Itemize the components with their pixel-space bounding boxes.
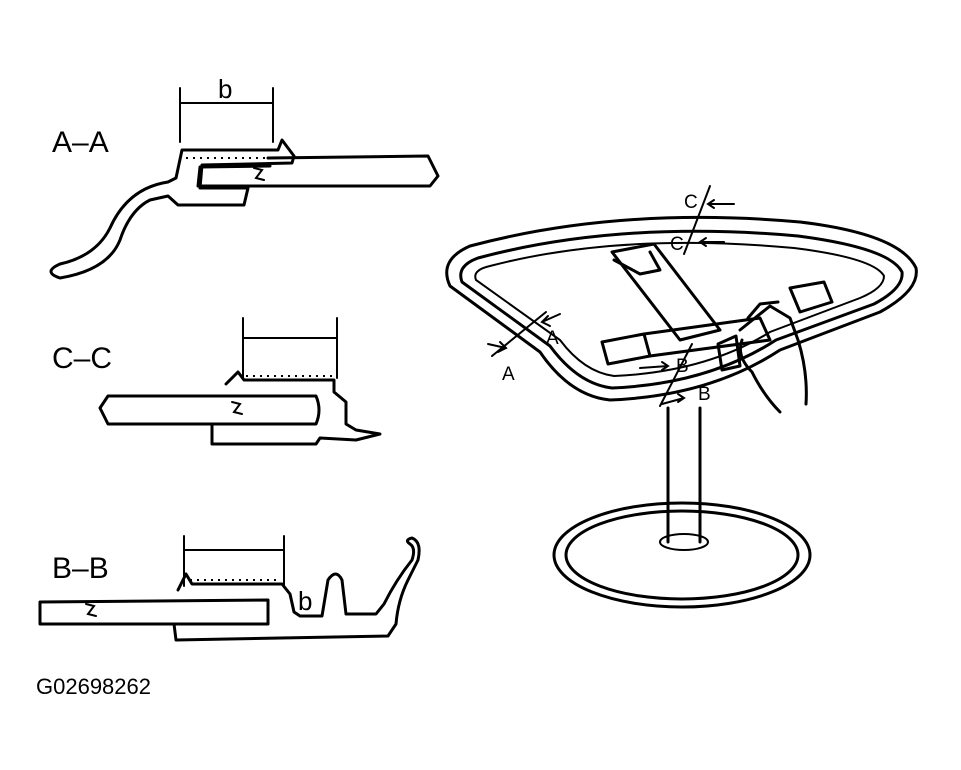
cut-line-b (659, 343, 693, 407)
section-bb-glass (38, 598, 270, 626)
callout-a-lower: A (502, 364, 515, 385)
cut-line-a (491, 311, 547, 357)
section-aa-label: A–A (52, 126, 109, 159)
cut-line-c (683, 185, 711, 255)
section-aa-dimension: b (179, 74, 274, 143)
stand-pad-left (600, 332, 652, 366)
stand-base (552, 501, 812, 609)
section-bb: B–B b (38, 535, 421, 642)
section-aa: A–A b (49, 74, 440, 280)
callout-c-lower: C (670, 234, 684, 255)
callout-b-lower: B (698, 384, 711, 405)
section-cc-seal (210, 370, 382, 446)
section-bb-dimension-b: b (298, 586, 312, 616)
stand-pad-right (788, 280, 834, 314)
section-cc-label: C–C (52, 342, 112, 375)
windshield-frame (445, 215, 918, 402)
section-aa-glass (246, 154, 440, 188)
stand-arm-rear (610, 242, 722, 342)
section-cc-glass (98, 394, 237, 426)
section-aa-seal (49, 138, 296, 280)
figure-code: G02698262 (36, 674, 151, 699)
section-cc-dimension (242, 317, 338, 379)
windshield-on-stand: A A B B C C (445, 185, 918, 609)
callout-c-upper: C (684, 192, 698, 213)
section-bb-seal (172, 536, 421, 642)
hand-with-tool (738, 300, 808, 414)
callout-a-upper: A (546, 328, 559, 349)
stand-post (666, 406, 702, 544)
section-bb-dimension (183, 535, 285, 587)
callout-b-upper: B (676, 356, 689, 377)
section-bb-label: B–B (52, 552, 109, 585)
section-aa-dimension-b: b (218, 74, 232, 104)
section-cc: C–C (52, 317, 382, 446)
